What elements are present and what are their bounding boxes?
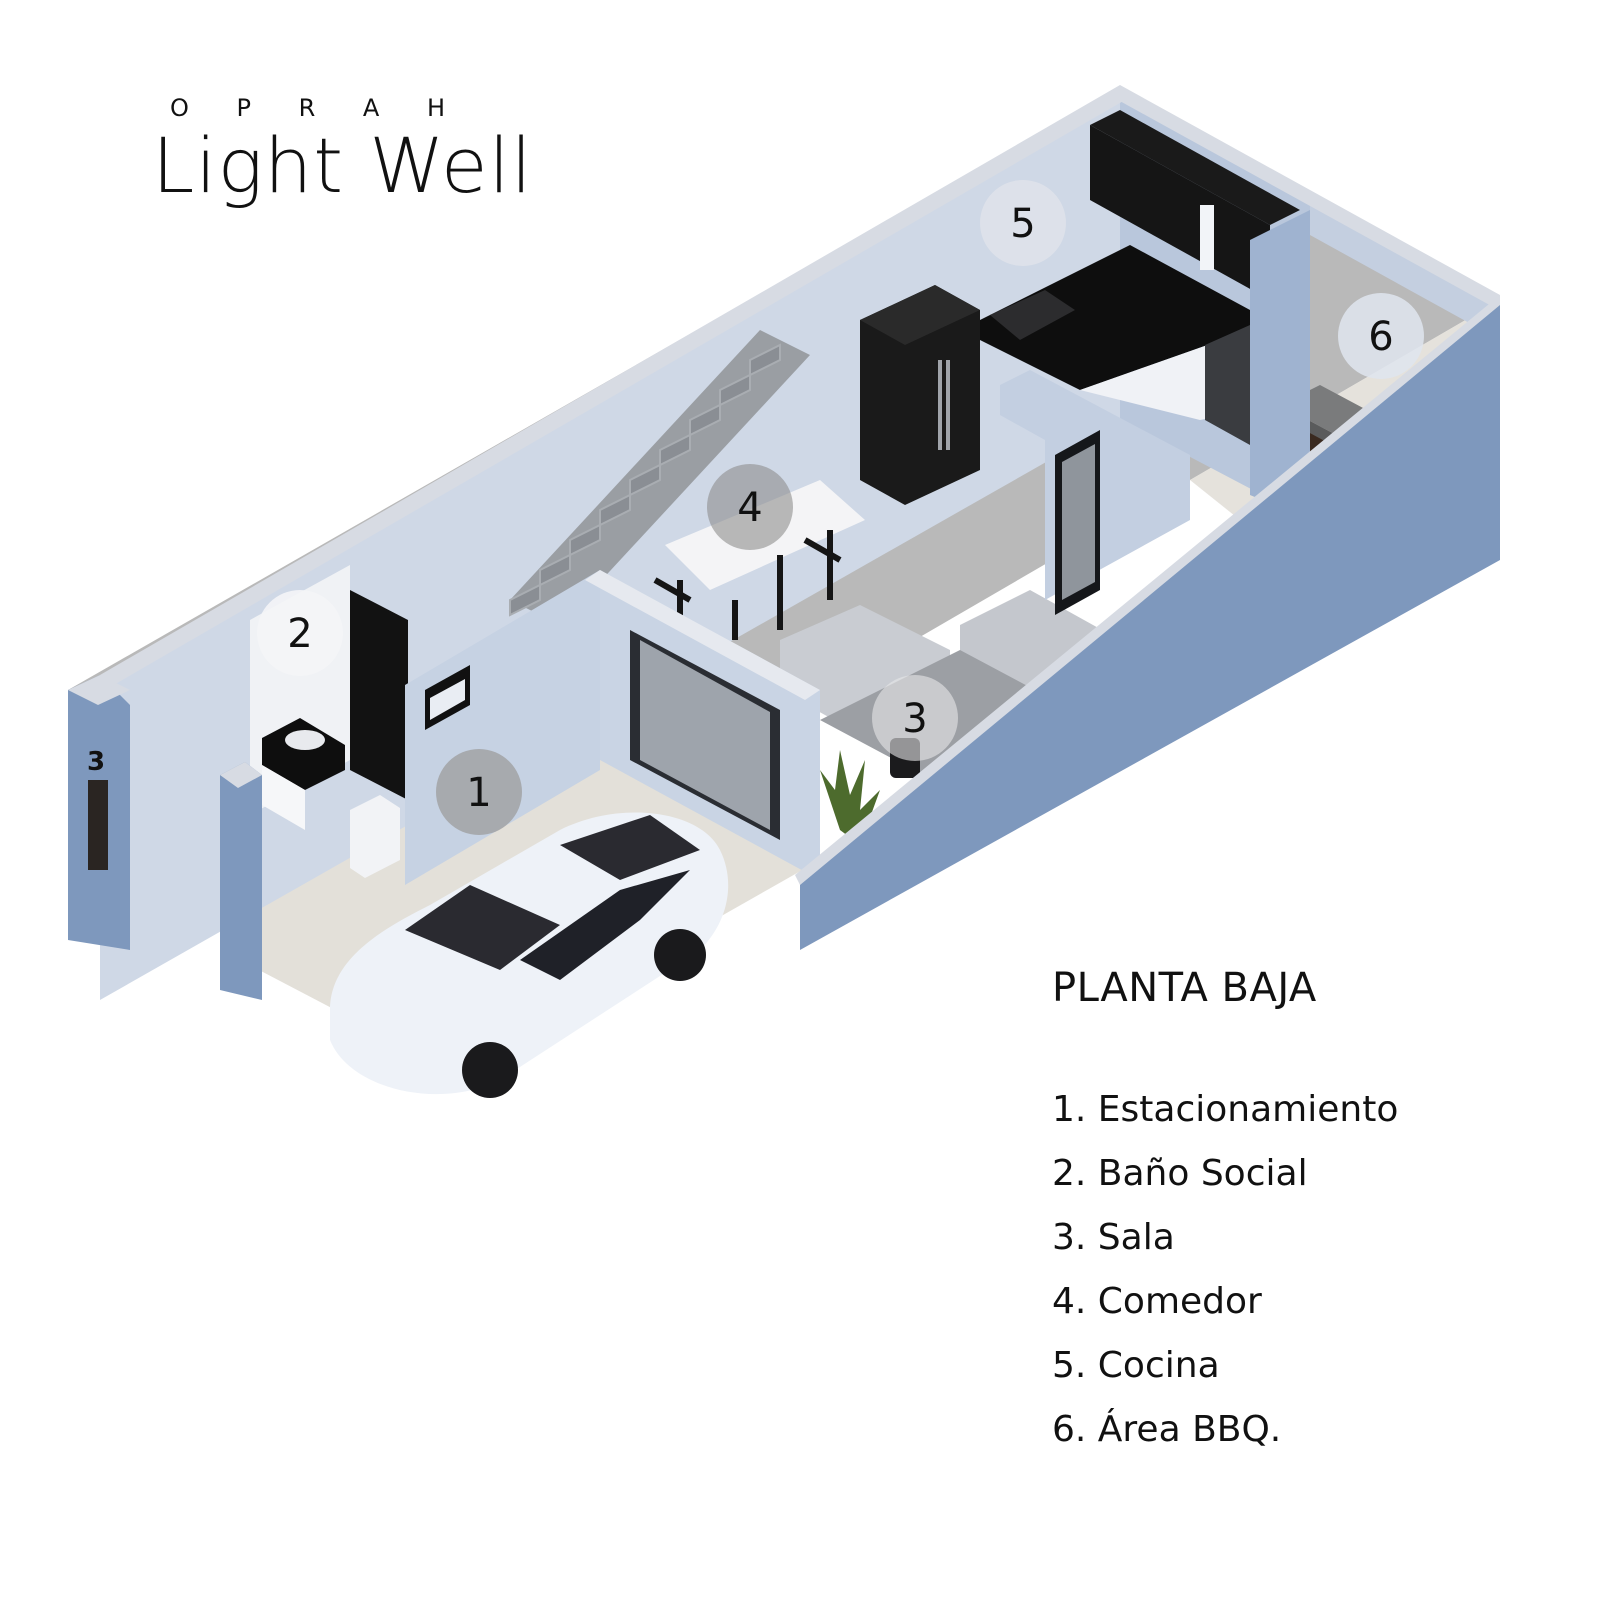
car-side-windows	[520, 870, 690, 980]
room-marker-4: 4	[707, 464, 793, 550]
legend: PLANTA BAJA 1. Estacionamiento 2. Baño S…	[1052, 968, 1398, 1462]
car-body	[330, 812, 729, 1095]
legend-item: 5. Cocina	[1052, 1345, 1220, 1386]
legend-item: 1. Estacionamiento	[1052, 1089, 1399, 1130]
legend-item: 2. Baño Social	[1052, 1153, 1308, 1194]
partition-walls	[68, 85, 1500, 1000]
upper-cabinets	[1090, 125, 1270, 300]
kitchen-sink	[990, 290, 1075, 340]
room-marker-3: 3	[872, 675, 958, 761]
marker-number: 4	[737, 485, 762, 531]
car-front-wheel	[462, 1042, 518, 1098]
front-outer-wall	[800, 300, 1500, 950]
vanity-top	[262, 718, 345, 790]
house-number: 3	[87, 747, 105, 777]
legend-item: 3. Sala	[1052, 1217, 1175, 1258]
kitchen	[860, 110, 1300, 505]
room-marker-1: 1	[436, 749, 522, 835]
basin	[285, 730, 325, 750]
car-windshield	[405, 885, 560, 970]
back-wall-top	[100, 85, 1125, 690]
brand-title: Light Well	[152, 121, 533, 210]
room-marker-2: 2	[257, 590, 343, 676]
legend-item: 6. Área BBQ.	[1052, 1409, 1282, 1450]
car-rear-wheel	[654, 929, 706, 981]
wine-rack	[1200, 205, 1214, 270]
legend-title: PLANTA BAJA	[1052, 965, 1317, 1011]
pillar	[220, 762, 262, 1000]
vanity	[262, 765, 305, 830]
countertop	[980, 245, 1250, 390]
marker-number: 6	[1368, 314, 1393, 360]
staircase	[509, 330, 810, 625]
bbq-divider	[1250, 210, 1310, 520]
marker-number: 1	[466, 770, 491, 816]
marker-number: 3	[902, 696, 927, 742]
upper-cabinets-top	[1090, 110, 1300, 225]
bath-door	[350, 590, 408, 800]
marker-number: 2	[287, 611, 312, 657]
house-number-plaque: 3	[87, 747, 108, 870]
brand-subtitle: O P R A H	[170, 94, 466, 122]
oven-range	[1205, 325, 1250, 445]
room-marker-6: 6	[1338, 293, 1424, 379]
car-rear-glass	[560, 815, 700, 880]
brand-block: O P R A H Light Well	[152, 96, 533, 204]
legend-item: 4. Comedor	[1052, 1281, 1262, 1322]
toilet	[350, 795, 400, 878]
marker-number: 5	[1010, 201, 1035, 247]
room-marker-5: 5	[980, 180, 1066, 266]
door-panel	[88, 780, 108, 870]
legend-list: 1. Estacionamiento 2. Baño Social 3. Sal…	[1052, 1078, 1398, 1462]
car	[330, 812, 729, 1098]
